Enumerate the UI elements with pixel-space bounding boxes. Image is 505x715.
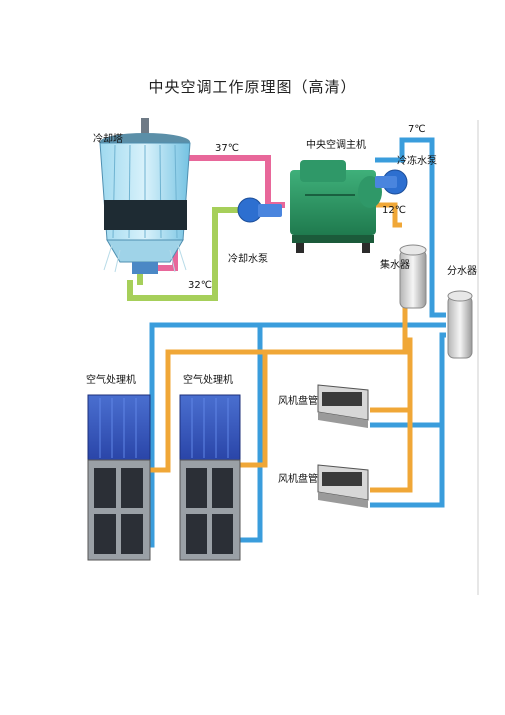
air-handler-2 bbox=[179, 394, 241, 561]
ahu1-label: 空气处理机 bbox=[86, 375, 136, 386]
return-pipe bbox=[128, 202, 413, 493]
distributor-label: 分水器 bbox=[447, 266, 477, 277]
cooling-water-pump bbox=[237, 197, 282, 223]
temp-7-label: 7℃ bbox=[408, 124, 426, 135]
water-distributor bbox=[447, 290, 473, 359]
water-collector bbox=[399, 244, 427, 309]
chiller-label: 中央空调主机 bbox=[306, 140, 366, 151]
fcu2-label: 风机盘管 bbox=[278, 474, 318, 485]
ahu2-label: 空气处理机 bbox=[183, 375, 233, 386]
fan-coil-unit-1 bbox=[317, 384, 369, 428]
air-handler-1 bbox=[87, 394, 151, 561]
cooling-tower bbox=[99, 118, 191, 274]
temp-37-label: 37℃ bbox=[215, 143, 239, 154]
temp-12-label: 12℃ bbox=[382, 205, 406, 216]
fan-coil-unit-2 bbox=[317, 464, 369, 508]
cooling-pump-label: 冷却水泵 bbox=[228, 254, 268, 265]
temp-32-label: 32℃ bbox=[188, 280, 212, 291]
chilled-water-pump bbox=[375, 169, 408, 195]
collector-label: 集水器 bbox=[380, 260, 410, 271]
page-title: 中央空调工作原理图（高清） bbox=[148, 78, 357, 96]
cooling-tower-label: 冷却塔 bbox=[93, 134, 123, 145]
chiller-unit bbox=[290, 160, 382, 253]
fcu1-label: 风机盘管 bbox=[278, 396, 318, 407]
chilled-pump-label: 冷冻水泵 bbox=[397, 156, 437, 167]
